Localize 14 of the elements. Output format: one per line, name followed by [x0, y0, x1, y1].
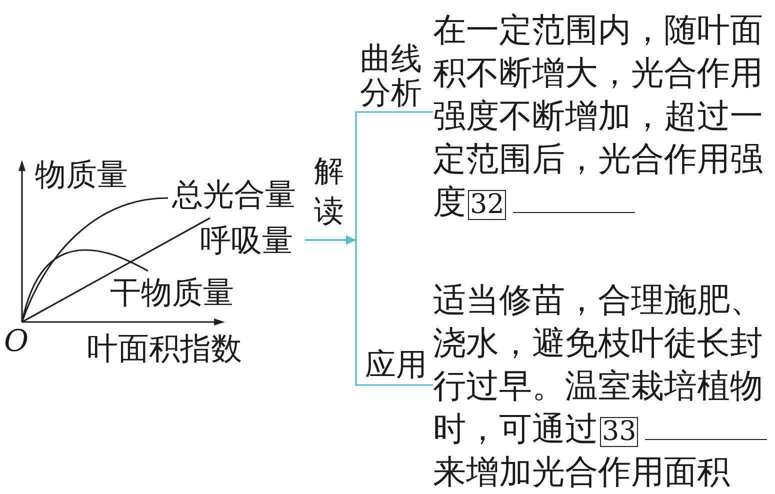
question-number: 32: [468, 190, 506, 220]
edge-label: 应用: [365, 350, 427, 381]
question-number: 33: [600, 417, 638, 447]
curve-label: 呼吸量: [200, 226, 293, 257]
arrow-label: 解读: [314, 153, 345, 231]
axis-label: 叶面积指数: [87, 334, 242, 365]
curve-label: 干物质量: [110, 278, 234, 309]
arrow: [305, 236, 433, 386]
paragraph-text: 在一定范围内，随叶面积不断增大，光合作用强度不断增加，超过一定范围后，光合作用强度 32: [433, 8, 775, 223]
axis-label: 物质量: [35, 160, 128, 191]
origin-label: O: [4, 327, 29, 357]
paragraph-text: 适当修苗，合理施肥、浇水，避免枝叶徒长封行过早。温室栽培植物时，可通过 33 来增加光合作用面积: [433, 278, 775, 493]
edge-label: 曲线分析: [360, 42, 423, 110]
curve-label: 总光合量: [172, 180, 296, 211]
